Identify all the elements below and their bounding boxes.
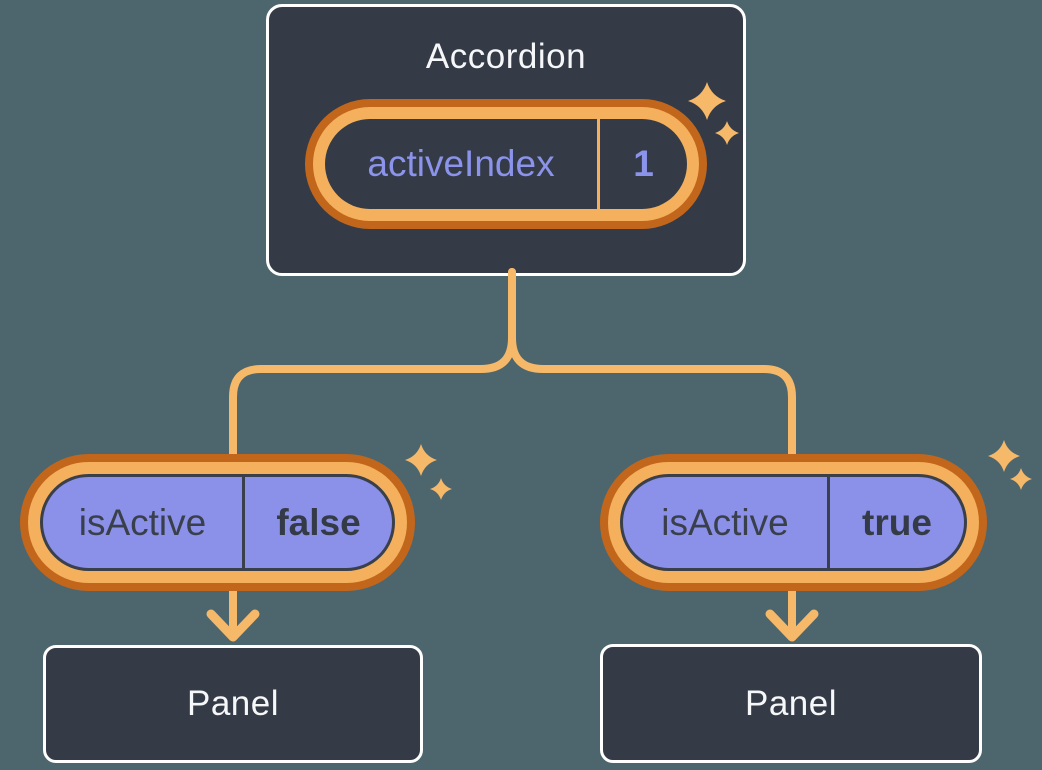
panel-box-right: Panel xyxy=(600,644,982,763)
prop-pill-isactive-right: isActive true xyxy=(600,454,987,591)
prop-name-right: isActive xyxy=(661,501,789,543)
prop-value-right: true xyxy=(862,501,932,543)
pill-divider xyxy=(827,477,830,568)
panel-right-label: Panel xyxy=(744,683,838,723)
state-value: 1 xyxy=(633,143,654,184)
panel-left-label: Panel xyxy=(186,684,280,723)
pill-divider xyxy=(597,119,600,209)
sparkle-icon xyxy=(1010,468,1032,490)
arrowhead-right xyxy=(765,609,819,642)
sparkle-icon xyxy=(405,444,437,476)
prop-pill-isactive-left: isActive false xyxy=(20,454,415,591)
accordion-title: Accordion xyxy=(425,37,587,76)
sparkle-icon xyxy=(988,440,1020,472)
state-pill-activeindex: activeIndex 1 xyxy=(305,99,707,229)
prop-name-left: isActive xyxy=(78,501,207,543)
state-name: activeIndex xyxy=(367,143,555,184)
arrowhead-left xyxy=(206,609,260,642)
sparkle-icon xyxy=(430,478,452,500)
panel-box-left: Panel xyxy=(43,645,423,763)
prop-value-left: false xyxy=(276,501,361,543)
